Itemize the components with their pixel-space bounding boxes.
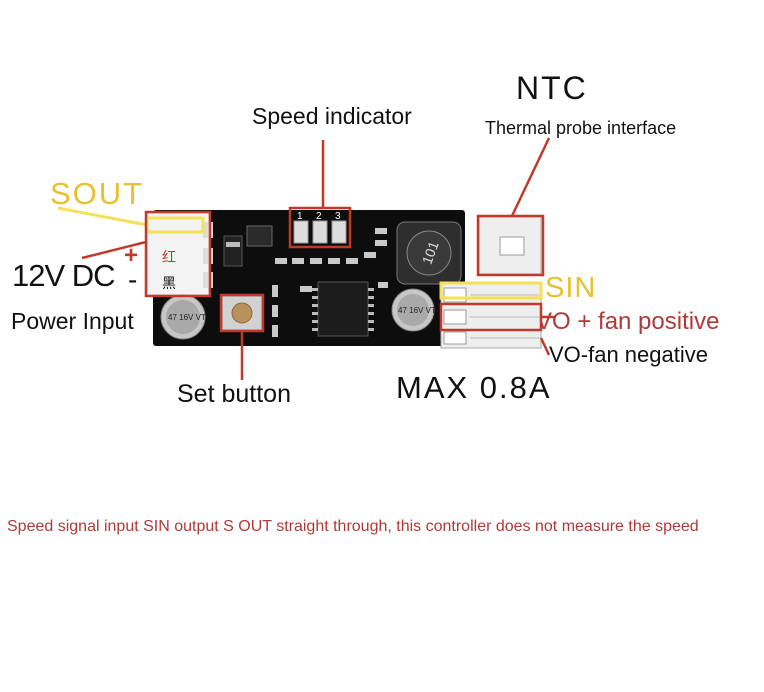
- fan-positive-label: VO + fan positive: [536, 308, 720, 335]
- connector-black-mark: 黑: [162, 276, 176, 292]
- set-button-label: Set button: [177, 380, 291, 408]
- power-connector-box: [144, 210, 212, 298]
- sout-label: SOUT: [50, 176, 145, 211]
- ntc-label: NTC: [516, 70, 588, 106]
- plus-label: +: [124, 242, 139, 269]
- led-number-2: 2: [316, 211, 322, 222]
- connector-red-mark: 红: [162, 250, 176, 266]
- ntc-connector-box: [476, 214, 545, 277]
- thermal-probe-label: Thermal probe interface: [485, 118, 677, 138]
- led-number-1: 1: [297, 211, 303, 222]
- ntc-pointer: [510, 137, 551, 217]
- sin-highlight: [439, 281, 543, 300]
- power-connector: 红 黑: [146, 212, 213, 296]
- left-capacitor: 47 16V VT: [160, 294, 206, 340]
- left-capacitor-marking: 47 16V VT: [168, 313, 206, 322]
- right-capacitor-marking: 47 16V VT: [398, 306, 436, 315]
- power-input-label: Power Input: [11, 308, 134, 334]
- voltage-label: 12V DC: [12, 258, 116, 293]
- caption-text: Speed signal input SIN output S OUT stra…: [7, 518, 699, 535]
- fan-negative-label: VO-fan negative: [549, 342, 708, 367]
- sout-pointer: [57, 206, 148, 227]
- speed-indicator-label: Speed indicator: [252, 103, 412, 129]
- smd-resistors: [272, 228, 388, 337]
- max-current-label: MAX 0.8A: [396, 370, 552, 405]
- fan-negative-pointer: [539, 337, 551, 356]
- leds-box: [288, 206, 352, 249]
- right-capacitor: 47 16V VT: [391, 288, 436, 332]
- led-number-3: 3: [335, 211, 341, 222]
- sin-label: SIN: [545, 272, 597, 304]
- ntc-connector: [478, 216, 542, 275]
- inductor-marking: 101: [419, 239, 442, 267]
- inductor: 101: [396, 221, 462, 285]
- fan-connector: [440, 281, 542, 349]
- regulator-chip: [223, 225, 273, 267]
- controller-ic: [312, 281, 374, 337]
- speed-leds: 1 2 3: [293, 211, 347, 244]
- set-button: [221, 295, 263, 331]
- minus-label: -: [128, 264, 138, 295]
- power-pointer: [81, 240, 147, 260]
